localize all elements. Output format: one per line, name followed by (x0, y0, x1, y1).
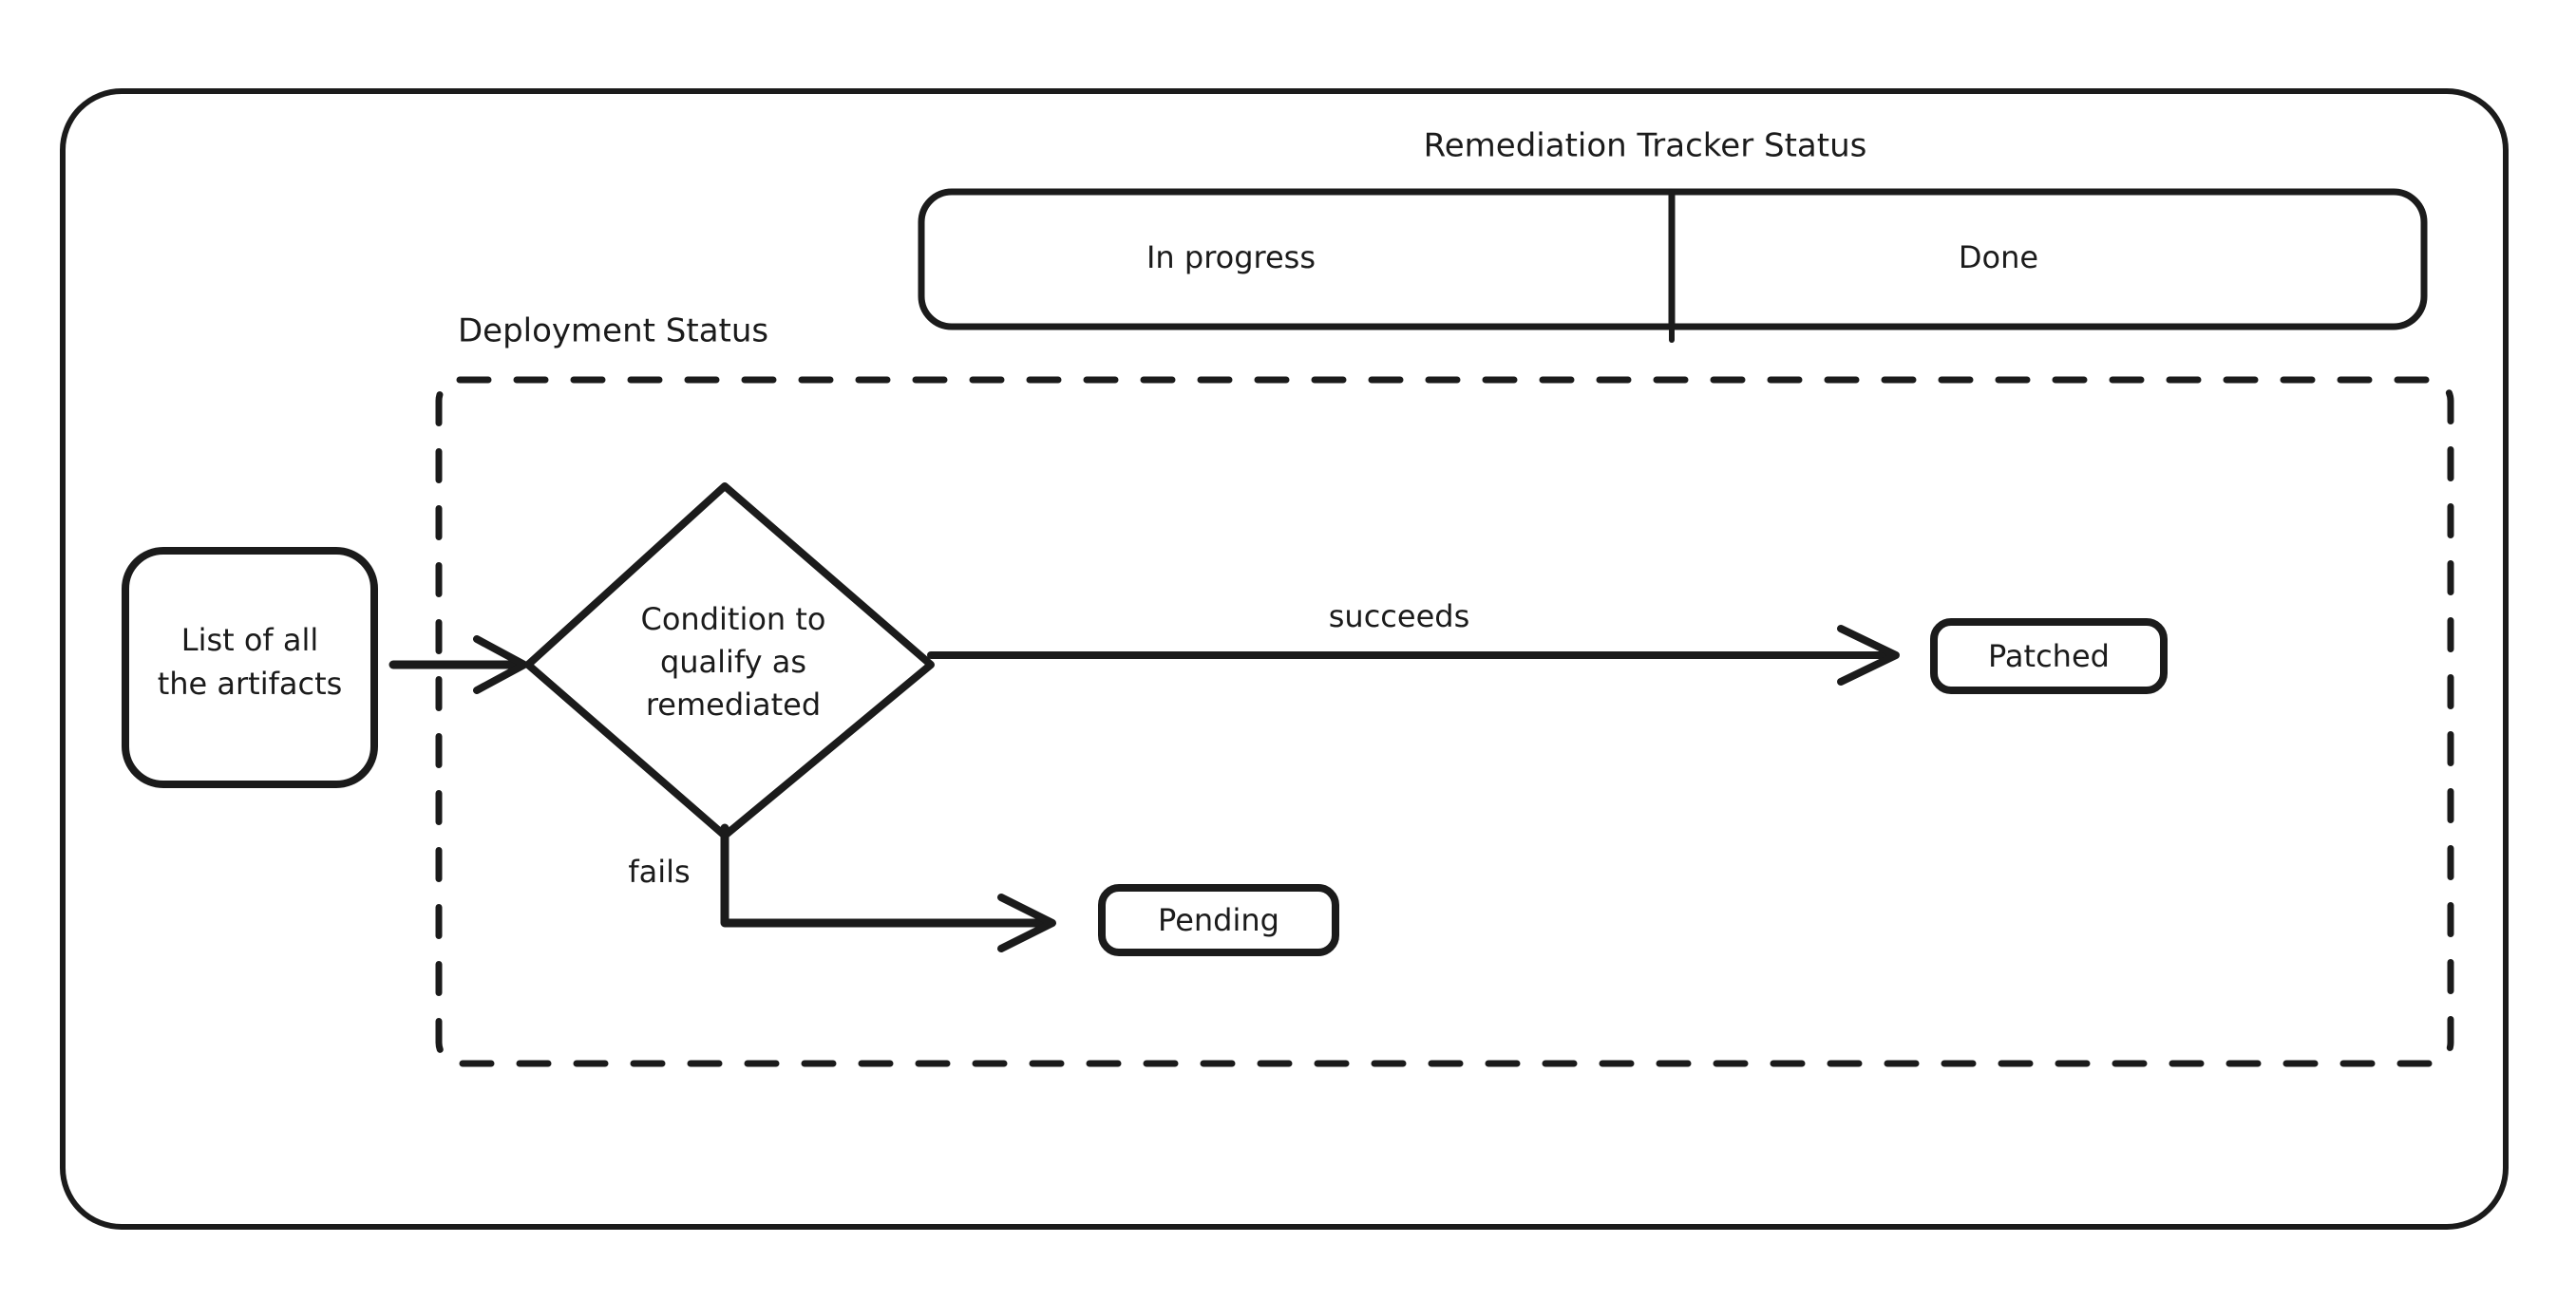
edge-fails-label: fails (628, 854, 690, 890)
node-pending[interactable] (1098, 884, 1339, 956)
node-decision-label-line3: remediated (646, 687, 821, 723)
tracker-cell-in-progress[interactable] (918, 188, 1676, 330)
node-artifacts-label-line1: List of all (181, 622, 319, 658)
tracker-title: Remediation Tracker Status (1424, 127, 1867, 165)
node-patched-label: Patched (1988, 638, 2110, 674)
edge-succeeds-label: succeeds (1329, 598, 1470, 634)
tracker-cell-done-label: Done (1959, 239, 2038, 275)
tracker-cell-in-progress-label: In progress (1146, 239, 1316, 275)
node-patched[interactable] (1930, 618, 2168, 694)
node-artifacts[interactable] (122, 547, 378, 788)
node-artifacts-label-line2: the artifacts (158, 666, 343, 702)
deployment-status-group (435, 376, 2454, 1067)
edge-fails (720, 823, 1050, 928)
arrowhead-to-patched (1837, 625, 1900, 686)
tracker-cell-done[interactable] (1668, 188, 2428, 330)
node-pending-label: Pending (1158, 902, 1279, 938)
node-decision-label-line1: Condition to (641, 601, 826, 637)
arrowhead-to-pending (997, 894, 1056, 952)
node-decision-label-line2: qualify as (660, 644, 806, 680)
outer-container (60, 88, 2509, 1230)
group-label-deployment-status: Deployment Status (458, 312, 768, 350)
